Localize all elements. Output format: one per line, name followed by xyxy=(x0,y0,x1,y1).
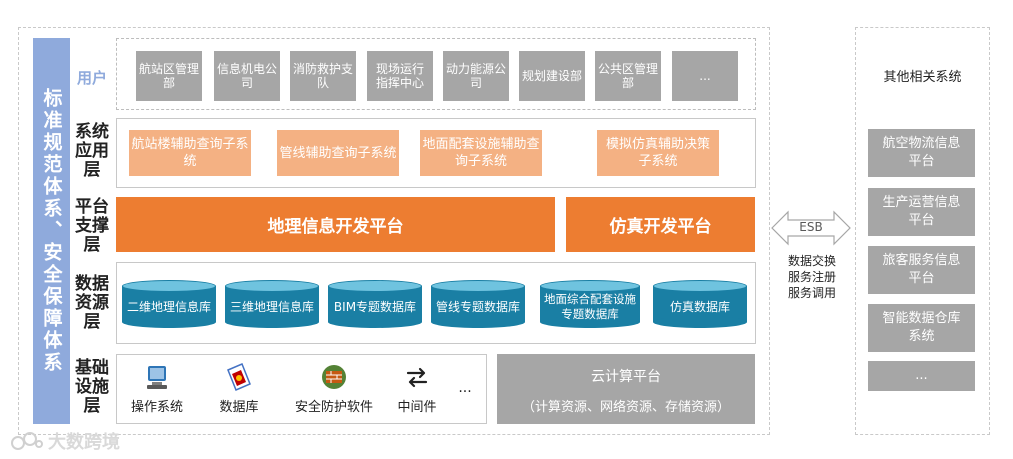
database-cylinder: 二维地理信息库 xyxy=(122,280,216,328)
database-label: 三维地理信息库 xyxy=(229,299,314,314)
watermark: 大数跨境 xyxy=(10,428,120,454)
other-system-item: 智能数据仓库系统 xyxy=(868,304,975,352)
watermark-logo-icon xyxy=(11,432,43,450)
user-item: ... xyxy=(672,51,738,101)
simulation-platform: 仿真开发平台 xyxy=(566,197,755,252)
database-label: 二维地理信息库 xyxy=(126,299,211,314)
layer-label-data: 数据资源层 xyxy=(75,273,109,332)
infra-more: ... xyxy=(458,380,472,396)
other-system-item: 旅客服务信息平台 xyxy=(868,246,975,294)
esb-label: ESB xyxy=(799,220,823,234)
database-cylinder: BIM专题数据库 xyxy=(328,280,422,328)
other-system-item: 生产运营信息平台 xyxy=(868,188,975,236)
infra-item-security: 安全防护软件 xyxy=(286,362,382,415)
database-app-icon xyxy=(227,363,251,391)
database-label: 地面综合配套设施专题数据库 xyxy=(544,292,636,321)
database-cylinder: 管线专题数据库 xyxy=(431,280,525,328)
esb-function: 服务调用 xyxy=(787,286,836,300)
infra-label: 安全防护软件 xyxy=(294,400,373,415)
infra-item-os: 操作系统 xyxy=(124,362,190,415)
esb-function: 服务注册 xyxy=(787,270,836,284)
layer-label-platform: 平台支撑层 xyxy=(75,196,109,255)
user-item: 信息机电公司 xyxy=(214,51,280,101)
other-system-item: ... xyxy=(868,361,975,391)
data-layer-box xyxy=(116,262,756,344)
database-cylinder: 仿真数据库 xyxy=(653,280,747,328)
user-item: 消防救护支队 xyxy=(290,51,356,101)
database-label: BIM专题数据库 xyxy=(333,299,417,314)
database-cylinder: 地面综合配套设施专题数据库 xyxy=(540,280,640,328)
cloud-platform-title: 云计算平台 xyxy=(591,369,661,385)
user-item: 现场运行指挥中心 xyxy=(367,51,433,101)
app-item: 管线辅助查询子系统 xyxy=(277,130,399,176)
infra-item-middleware: 中间件 xyxy=(388,362,446,415)
other-systems-title: 其他相关系统 xyxy=(883,70,962,85)
layer-label-infra: 基础设施层 xyxy=(75,357,109,416)
standards-security-bar: 标准规范体系、安全保障体系 xyxy=(33,38,70,424)
app-layer-box xyxy=(116,118,756,188)
esb-functions: 数据交换 服务注册 服务调用 xyxy=(777,253,847,301)
app-item: 模拟仿真辅助决策子系统 xyxy=(597,130,719,176)
exchange-arrows-icon xyxy=(406,367,428,388)
cloud-platform-box: 云计算平台 （计算资源、网络资源、存储资源） xyxy=(497,354,755,424)
database-label: 仿真数据库 xyxy=(669,299,730,314)
app-item: 地面配套设施辅助查询子系统 xyxy=(420,130,542,176)
database-label: 管线专题数据库 xyxy=(435,299,520,314)
user-item: 动力能源公司 xyxy=(443,51,509,101)
esb-function: 数据交换 xyxy=(787,254,836,268)
infra-label: 操作系统 xyxy=(130,400,183,415)
user-item: 公共区管理部 xyxy=(595,51,661,101)
gis-platform: 地理信息开发平台 xyxy=(116,197,555,252)
computer-icon xyxy=(147,366,167,389)
infra-label: 数据库 xyxy=(219,400,259,415)
infra-label: 中间件 xyxy=(397,400,437,415)
esb-double-arrow xyxy=(771,210,851,246)
watermark-text: 大数跨境 xyxy=(48,432,120,453)
architecture-frame xyxy=(18,27,770,435)
user-item: 航站区管理部 xyxy=(136,51,202,101)
cloud-platform-subtitle: （计算资源、网络资源、存储资源） xyxy=(521,400,730,415)
other-systems-frame xyxy=(855,27,990,435)
layer-label-user: 用户 xyxy=(76,68,107,87)
user-item: 规划建设部 xyxy=(519,51,585,101)
firewall-icon xyxy=(322,365,346,389)
user-layer-box xyxy=(116,38,756,110)
infra-item-database: 数据库 xyxy=(206,362,272,415)
other-system-item: 航空物流信息平台 xyxy=(868,129,975,177)
database-cylinder: 三维地理信息库 xyxy=(225,280,319,328)
layer-label-system-app: 系统应用层 xyxy=(75,121,109,180)
infra-layer-box xyxy=(116,354,487,424)
app-item: 航站楼辅助查询子系统 xyxy=(129,130,251,176)
